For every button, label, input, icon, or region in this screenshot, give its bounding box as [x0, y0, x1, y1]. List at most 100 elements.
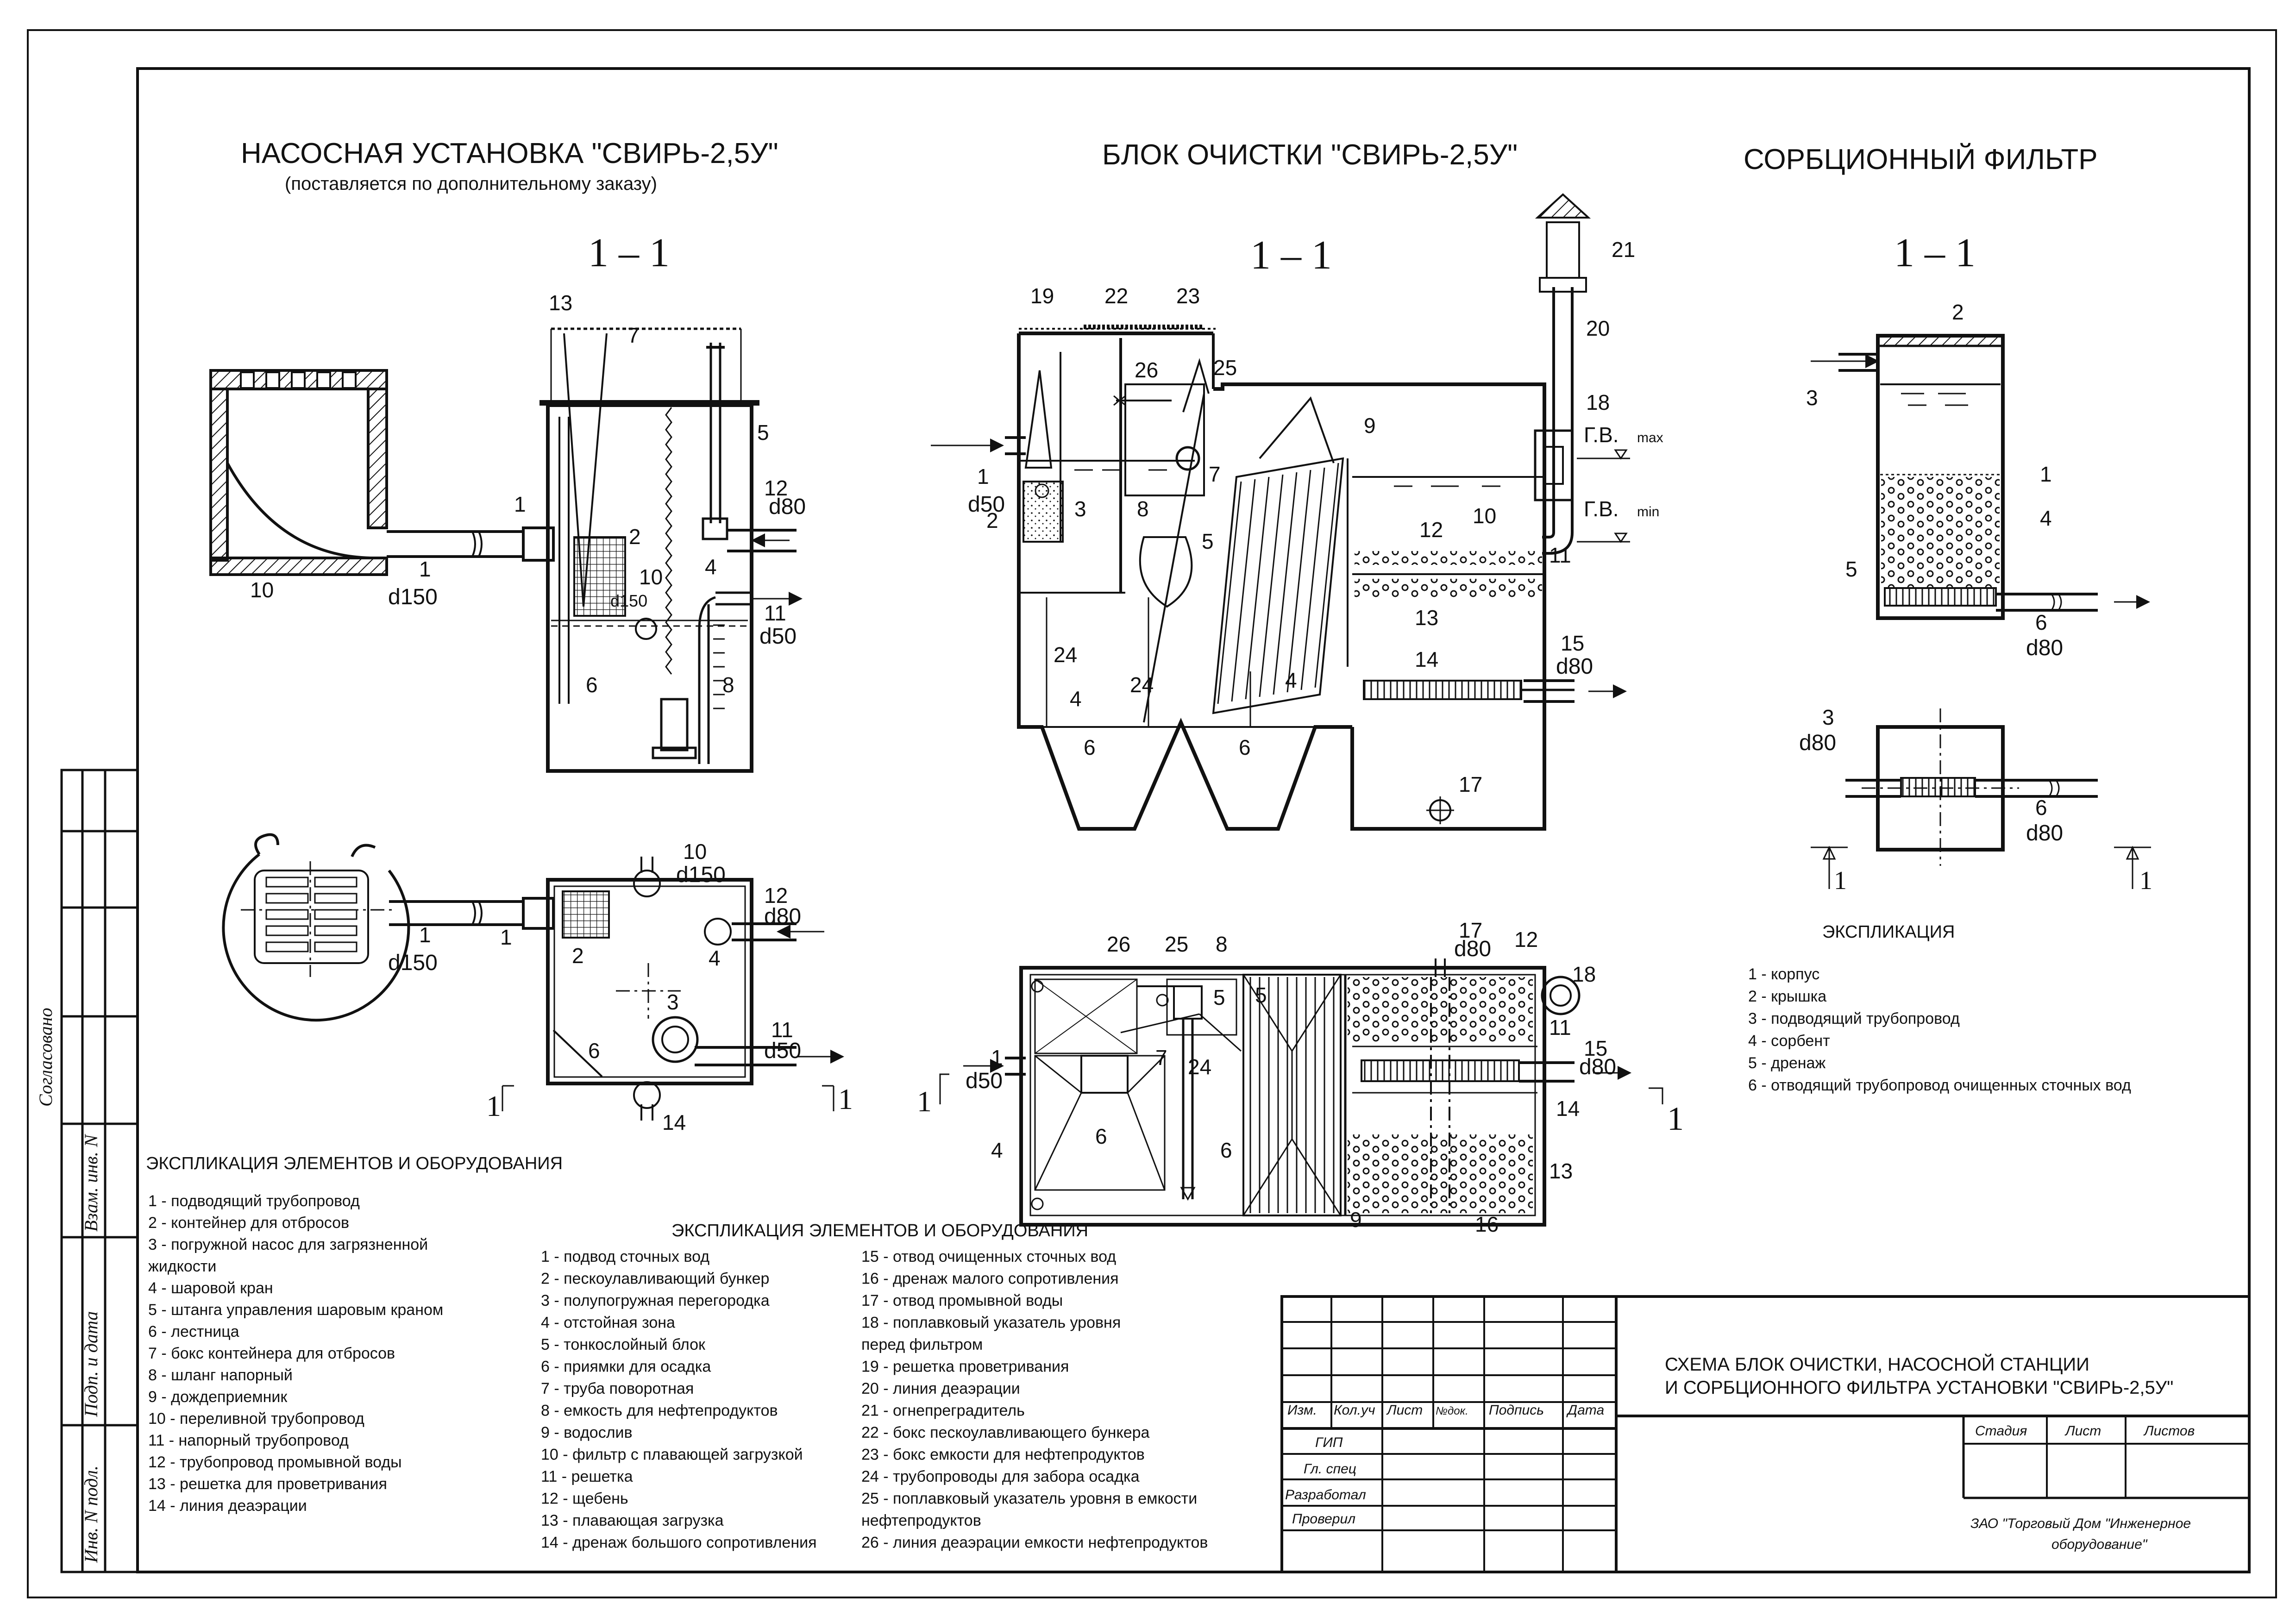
svg-text:ГИП: ГИП	[1315, 1435, 1343, 1450]
svg-text:19: 19	[1030, 284, 1054, 308]
clean-legend-item: 20 - линия деаэрации	[861, 1380, 1020, 1397]
sorb-legend-item: 4 - сорбент	[1748, 1032, 1830, 1050]
svg-text:Разработал: Разработал	[1285, 1487, 1366, 1503]
pump-legend-item: 13 - решетка для проветривания	[148, 1475, 387, 1493]
svg-text:15: 15	[1561, 631, 1584, 655]
pump-section-labels: 1 1 d150 10 2 10 d150 6 7 13 5 4 12 d80 …	[250, 291, 806, 697]
clean-legend-item: 10 - фильтр с плавающей загрузкой	[541, 1446, 803, 1464]
svg-text:d80: d80	[1579, 1055, 1616, 1079]
svg-text:Дата: Дата	[1566, 1403, 1604, 1418]
svg-text:5: 5	[1845, 557, 1857, 581]
svg-text:1: 1	[419, 923, 431, 947]
svg-text:№док.: №док.	[1436, 1405, 1468, 1417]
svg-text:18: 18	[1572, 962, 1596, 986]
side-stamp	[60, 769, 139, 1573]
svg-text:20: 20	[1586, 316, 1610, 340]
clean-legend-item: 4 - отстойная зона	[541, 1314, 675, 1332]
sorb-legend-item: 5 - дренаж	[1748, 1054, 1826, 1072]
clean-section-labels: 19 22 23 26 25 21 20 18 Г.В. max Г.В. mi…	[968, 238, 1663, 796]
svg-text:3: 3	[1822, 705, 1834, 729]
svg-text:11: 11	[771, 1018, 793, 1042]
clean-legend-item: 24 - трубопроводы для забора осадка	[861, 1468, 1140, 1485]
clean-title: БЛОК ОЧИСТКИ "СВИРЬ-2,5У"	[1102, 139, 1518, 171]
svg-text:1: 1	[2040, 462, 2052, 486]
svg-text:Гл. спец: Гл. спец	[1304, 1461, 1356, 1477]
pump-legend-title: ЭКСПЛИКАЦИЯ ЭЛЕМЕНТОВ И ОБОРУДОВАНИЯ	[146, 1154, 563, 1173]
svg-text:26: 26	[1135, 358, 1158, 382]
svg-text:22: 22	[1104, 284, 1128, 308]
svg-text:7: 7	[627, 323, 640, 347]
sorb-labels: 2 3 1 4 5 6 d80 3 d80 6 d80 1 1	[1799, 300, 2152, 895]
svg-text:d80: d80	[2026, 821, 2063, 845]
svg-text:14: 14	[1556, 1096, 1580, 1121]
svg-text:10: 10	[250, 578, 274, 602]
svg-text:3: 3	[1074, 497, 1086, 521]
pump-legend-item: 10 - переливной трубопровод	[148, 1410, 364, 1428]
clean-section-label: 1 – 1	[1250, 233, 1332, 278]
svg-text:d150: d150	[388, 585, 438, 609]
drawing-title-line2: И СОРБЦИОННОГО ФИЛЬТРА УСТАНОВКИ "СВИРЬ-…	[1665, 1378, 2173, 1398]
svg-text:11: 11	[1549, 1015, 1571, 1040]
clean-legend-item: 17 - отвод промывной воды	[861, 1292, 1063, 1309]
pump-legend-item: 4 - шаровой кран	[148, 1279, 273, 1297]
sorb-drawing	[1811, 334, 2151, 889]
svg-text:12: 12	[1419, 518, 1443, 542]
sorb-legend-item: 6 - отводящий трубопровод очищенных сточ…	[1748, 1077, 2131, 1094]
svg-text:23: 23	[1176, 284, 1200, 308]
svg-text:11: 11	[1549, 543, 1571, 567]
pump-section-label: 1 – 1	[588, 231, 670, 276]
clean-legend-item: 8 - емкость для нефтепродуктов	[541, 1402, 778, 1420]
clean-legend-item: 26 - линия деаэрации емкости нефтепродук…	[861, 1534, 1208, 1552]
clean-legend-item: 23 - бокс емкости для нефтепродуктов	[861, 1446, 1145, 1464]
svg-text:d50: d50	[968, 492, 1005, 517]
sorb-legend-item: 3 - подводящий трубопровод	[1748, 1010, 1960, 1027]
pump-legend-item: 6 - лестница	[148, 1323, 239, 1340]
stamp-inv-replace: Взам. инв. N	[81, 1134, 101, 1232]
svg-text:12: 12	[764, 883, 788, 908]
svg-text:25: 25	[1213, 356, 1237, 380]
svg-text:Изм.: Изм.	[1287, 1403, 1317, 1418]
clean-legend-item: 16 - дренаж малого сопротивления	[861, 1270, 1119, 1288]
svg-text:Стадия: Стадия	[1975, 1423, 2027, 1439]
pump-legend-item: 2 - контейнер для отбросов	[148, 1214, 349, 1232]
svg-text:2: 2	[1952, 300, 1964, 324]
svg-text:min: min	[1637, 504, 1659, 520]
svg-text:6: 6	[1095, 1124, 1107, 1148]
svg-text:9: 9	[1364, 413, 1376, 438]
svg-text:4: 4	[1285, 668, 1297, 692]
svg-text:1: 1	[1834, 866, 1847, 895]
svg-text:d80: d80	[1556, 654, 1593, 679]
svg-text:15: 15	[1584, 1036, 1607, 1060]
title-block-head: Изм. Кол.уч Лист №док. Подпись Дата ГИП …	[1285, 1403, 2195, 1527]
pump-legend-item: 3 - погружной насос для загрязненной	[148, 1236, 428, 1253]
svg-text:16: 16	[1475, 1212, 1499, 1236]
clean-legend-item: 1 - подвод сточных вод	[541, 1248, 709, 1265]
svg-text:1: 1	[917, 1085, 932, 1118]
svg-text:3: 3	[1806, 386, 1818, 410]
stamp-sign-date: Подп. и дата	[81, 1311, 101, 1417]
stamp-inv-orig: Инв. N подл.	[81, 1465, 101, 1563]
pump-legend-item: 5 - штанга управления шаровым краном	[148, 1301, 443, 1319]
svg-text:Лист: Лист	[1386, 1403, 1423, 1418]
pump-title: НАСОСНАЯ УСТАНОВКА "СВИРЬ-2,5У"	[241, 138, 778, 169]
svg-text:2: 2	[629, 525, 641, 549]
svg-text:Листов: Листов	[2143, 1423, 2195, 1439]
clean-legend-item: перед фильтром	[861, 1336, 983, 1353]
sorb-section-label: 1 – 1	[1894, 231, 1976, 276]
svg-text:8: 8	[722, 673, 734, 697]
drawing-title-line1: СХЕМА БЛОК ОЧИСТКИ, НАСОСНОЙ СТАНЦИИ	[1665, 1353, 2089, 1375]
clean-legend-item: 18 - поплавковый указатель уровня	[861, 1314, 1121, 1332]
svg-text:13: 13	[1415, 606, 1438, 630]
clean-legend-item: 11 - решетка	[541, 1468, 633, 1485]
sorb-legend-title: ЭКСПЛИКАЦИЯ	[1822, 922, 1955, 942]
pump-legend-item: 11 - напорный трубопровод	[148, 1432, 349, 1449]
svg-text:d80: d80	[764, 904, 801, 929]
svg-text:14: 14	[1415, 647, 1438, 671]
clean-legend-item: нефтепродуктов	[861, 1512, 981, 1529]
company-line1: ЗАО "Торговый Дом "Инженерное	[1970, 1516, 2191, 1531]
svg-text:13: 13	[1549, 1159, 1573, 1183]
svg-text:13: 13	[549, 291, 572, 315]
svg-text:6: 6	[1220, 1138, 1232, 1162]
